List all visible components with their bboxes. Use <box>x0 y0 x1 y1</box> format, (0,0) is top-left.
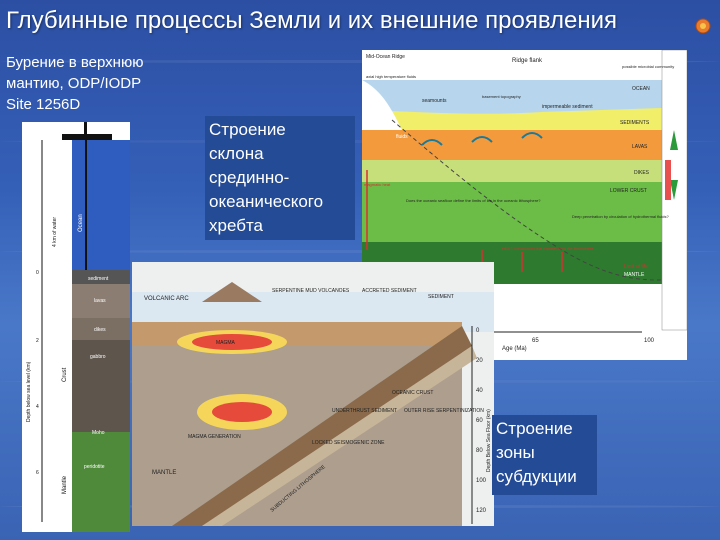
mid-ocean-ridge-label: Mid-Ocean Ridge <box>366 54 405 60</box>
crust-label: Crust <box>62 367 68 382</box>
gabbro-layer <box>72 340 130 432</box>
dikes-layer <box>72 318 130 340</box>
accreted-sediment-label: ACCRETED SEDIMENT <box>362 288 417 294</box>
depth-axis-label: Depth Below Sea Floor (km) <box>486 409 492 472</box>
sediment-label: SEDIMENT <box>428 294 454 300</box>
drilling-label: Бурение в верхнюю мантию, ODP/IODP Site … <box>2 50 202 118</box>
basement-topo-label: basement topography <box>482 94 521 99</box>
lavas-label: lavas <box>94 298 106 304</box>
locked-zone-label: LOCKED SEISMOGENIC ZONE <box>312 440 385 446</box>
ridge-flank-label: Ridge flank <box>512 58 543 64</box>
sun-icon <box>695 18 711 34</box>
ridge-label-line: срединно- <box>209 168 290 187</box>
ridge-label-line: хребта <box>209 216 264 235</box>
peridotite-label: peridotite <box>84 464 105 470</box>
heat-label: HEAT: conductive heat transfer from the … <box>502 246 594 251</box>
magma-generation-label: MAGMA GENERATION <box>188 434 241 440</box>
depth-tick: 0 <box>36 270 39 276</box>
impermeable-label: impermeable sediment <box>542 104 593 110</box>
lavas-zone-label: LAVAS <box>632 144 648 150</box>
mantle-zone-label: MANTLE <box>624 272 645 278</box>
depth-tick: 20 <box>476 358 483 364</box>
oceanic-crust-label: OCEANIC CRUST <box>392 390 433 396</box>
depth-tick: 4 <box>36 404 39 410</box>
dikes-zone-label: DIKES <box>634 170 650 176</box>
sediments-zone-label: SEDIMENTS <box>620 120 650 126</box>
dikes-band <box>362 160 662 182</box>
depth-axis-label: Depth below sea level (km) <box>26 361 32 422</box>
seamounts-label: seamounts <box>422 98 447 104</box>
ocean-label: Ocean <box>78 214 84 232</box>
lower-crust-band <box>362 182 662 242</box>
limit-of-life-label: Limit of life <box>624 264 648 270</box>
moho-label: Moho <box>92 430 105 436</box>
outer-rise-label: OUTER RISE SERPENTINIZATION <box>404 408 484 414</box>
dikes-label: dikes <box>94 327 106 333</box>
sediment-label: sediment <box>88 276 109 282</box>
depth-tick: 80 <box>476 448 483 454</box>
possible-microbial-label: possible microbial community <box>622 64 674 69</box>
depth-tick: 100 <box>476 478 487 484</box>
fluids-label: fluids <box>396 134 408 140</box>
lavas-layer <box>72 284 130 318</box>
depth-tick: 6 <box>36 470 39 476</box>
limits-of-life-question: Does the oceanic seafloor define the lim… <box>406 198 541 203</box>
subduction-label-line: зоны <box>496 443 535 462</box>
axial-fluids-label: axial high temperature fluids <box>366 74 416 79</box>
slide-title: Глубинные процессы Земли и их внешние пр… <box>6 7 618 34</box>
drilling-label-line: мантию, ODP/IODP <box>6 75 142 92</box>
ocean-layer <box>72 140 130 270</box>
depth-tick: 120 <box>476 508 487 514</box>
subduction-label: Строение зоны субдукции <box>492 415 597 495</box>
depth-tick: 40 <box>476 388 483 394</box>
sediment-band <box>362 108 662 130</box>
mantle-layer <box>72 432 130 532</box>
subduction-zone-diagram: 0 20 40 60 80 100 120 Depth Below Sea Fl… <box>132 262 494 526</box>
age-axis-label: Age (Ma) <box>502 346 527 352</box>
magma-label: MAGMA <box>216 340 236 346</box>
depth-tick: 0 <box>476 328 480 334</box>
depth-tick: 2 <box>36 338 39 344</box>
mantle-side-label: Mantle <box>62 475 68 494</box>
volcano-icon <box>202 282 262 302</box>
subduction-label-line: субдукции <box>496 467 577 486</box>
drilling-label-line: Site 1256D <box>6 96 81 113</box>
water-depth-label: 4 km of water <box>52 217 58 247</box>
ridge-label-line: склона <box>209 144 264 163</box>
gabbro-label: gabbro <box>90 354 106 360</box>
ridge-label-line: океанического <box>209 192 324 211</box>
ocean-zone-label: OCEAN <box>632 86 650 92</box>
ridge-label: Строение склона срединно- океанического … <box>205 116 355 240</box>
subducting-slab <box>172 326 472 526</box>
drill-ship-icon <box>62 134 112 140</box>
lower-crust-zone-label: LOWER CRUST <box>610 188 647 194</box>
borehole-column: 0 2 4 6 Depth below sea level (km) 4 km … <box>22 122 130 532</box>
underthrust-label: UNDERTHRUST SEDIMENT <box>332 408 397 414</box>
age-tick: 100 <box>644 338 655 344</box>
magmatic-heat-label: magmatic heat <box>364 182 391 187</box>
volcanic-arc-label: VOLCANIC ARC <box>144 296 189 302</box>
subduction-label-line: Строение <box>496 419 573 438</box>
serpentine-mud-label: SERPENTINE MUD VOLCANOES <box>272 288 350 294</box>
drilling-label-line: Бурение в верхнюю <box>6 54 144 71</box>
lavas-band <box>362 130 662 160</box>
mantle-label: MANTLE <box>152 470 176 476</box>
age-tick: 65 <box>532 338 539 344</box>
sediment-layer <box>72 270 130 284</box>
ridge-label-line: Строение <box>209 120 286 139</box>
deep-penetration-question: Deep penetration by circulation of hydro… <box>572 214 669 219</box>
depth-tick: 60 <box>476 418 483 424</box>
